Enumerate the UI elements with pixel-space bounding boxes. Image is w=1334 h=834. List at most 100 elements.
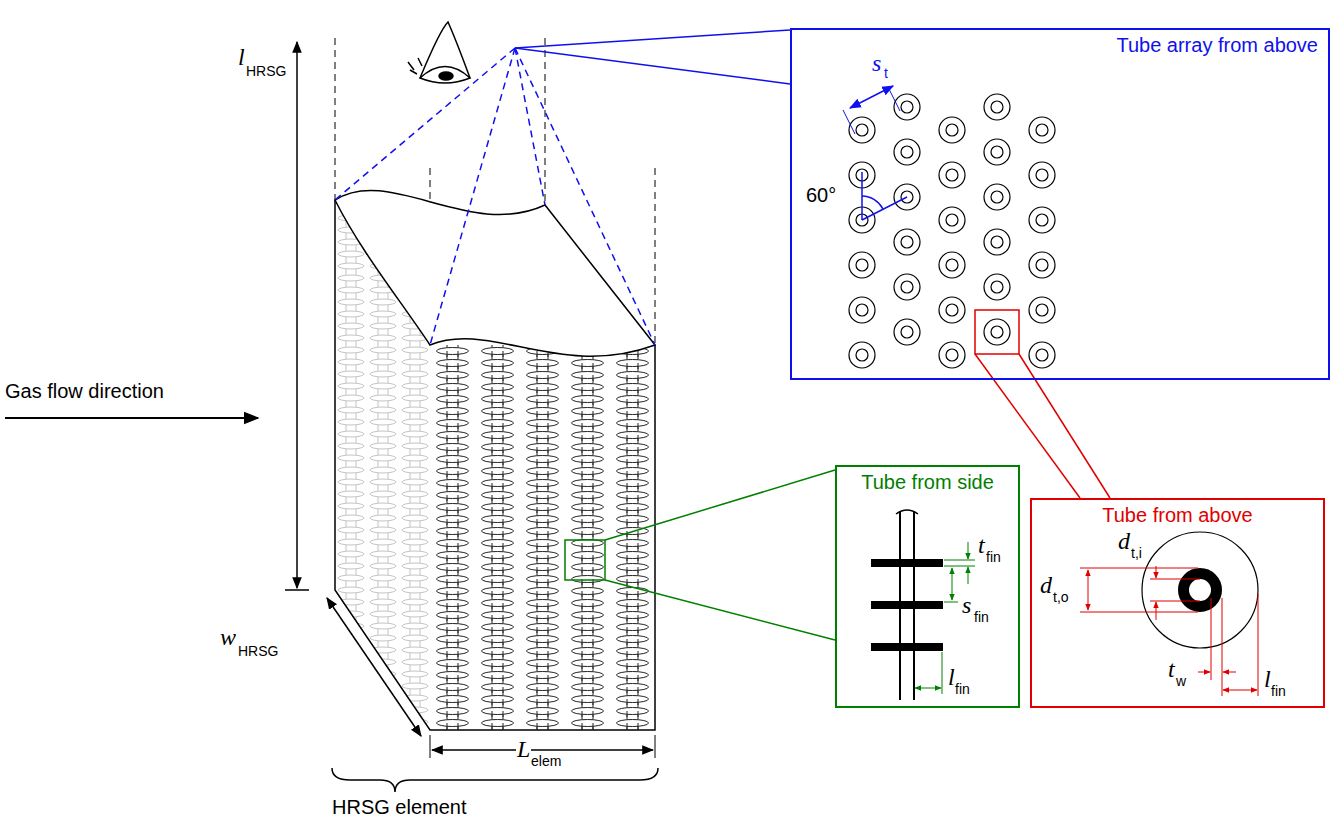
view-lines-part <box>335 48 655 345</box>
dimension-subscript: fin <box>1271 684 1286 699</box>
hrsg-element-part <box>335 190 655 356</box>
view-lines-part-part <box>430 48 515 345</box>
view-lines <box>335 30 790 345</box>
dimension-symbol: d <box>1040 572 1052 598</box>
eye-symbol <box>408 22 470 83</box>
tube-array-part <box>901 326 913 338</box>
tube-array-part <box>946 169 958 181</box>
dimension-symbol: l <box>1264 666 1271 692</box>
pitch-dimension-part <box>888 87 900 111</box>
tube-array-part <box>849 342 875 368</box>
top-dimensions-part <box>1150 601 1200 602</box>
side-tube-part <box>872 560 942 566</box>
tube-array-part <box>901 101 913 113</box>
tube-array-part <box>1029 117 1055 143</box>
eye-symbol-part <box>420 67 470 84</box>
top-dimensions-part <box>1198 672 1210 673</box>
width-dimension <box>327 598 421 736</box>
dimension-subscript: t,i <box>1131 546 1142 561</box>
tube-array-part <box>1036 124 1048 136</box>
height-dimension-part <box>296 42 298 588</box>
pitch-dimension-part <box>862 196 883 209</box>
hrsg-element-part <box>430 345 655 730</box>
tube-array-part <box>939 342 965 368</box>
tube-array-part <box>901 281 913 293</box>
eye-symbol-part <box>439 72 453 80</box>
side-tube <box>872 510 942 700</box>
tube-array-part <box>1036 259 1048 271</box>
dimension-subscript: t,o <box>1053 590 1069 605</box>
height-dimension-part <box>285 589 309 591</box>
gas-flow-arrow-part <box>5 417 258 419</box>
tube-array-part <box>894 139 920 165</box>
dimension-symbol: s <box>962 592 971 618</box>
element-label: HRSG element <box>332 796 467 818</box>
side-dimensions-part <box>952 568 953 600</box>
tube-array-part <box>984 319 1010 345</box>
tube-array-part <box>1029 162 1055 188</box>
tube-array-part <box>991 281 1003 293</box>
hrsg-element <box>335 190 655 730</box>
tube-array-part <box>1029 207 1055 233</box>
tube-array <box>849 94 1055 368</box>
tube-array-part <box>849 297 875 323</box>
view-lines-part <box>515 48 790 84</box>
top-tube <box>1142 532 1258 648</box>
flow-label: Gas flow direction <box>5 380 164 402</box>
width-dimension-part <box>327 598 421 736</box>
box-title: Tube from above <box>1032 500 1323 531</box>
side-detail-marker-part <box>605 580 835 640</box>
top-dimensions-part <box>1222 598 1223 696</box>
length-dimension-part <box>655 735 656 758</box>
dimension-symbol: s <box>872 50 881 76</box>
top-dimensions-part <box>1150 579 1200 580</box>
dimension-subscript: fin <box>974 610 989 625</box>
side-tube-part <box>872 602 942 608</box>
side-dimensions-part <box>968 542 969 559</box>
side-tube-part <box>872 644 942 650</box>
view-lines-part-part <box>515 48 655 345</box>
pitch-dimension-part <box>843 110 855 134</box>
tube-array-part <box>856 124 868 136</box>
element-brace-part <box>332 768 658 792</box>
top-dimensions-part <box>1223 672 1236 673</box>
side-dimensions-part <box>915 688 941 689</box>
top-dimensions-part <box>1156 602 1157 620</box>
tube-array-part <box>894 274 920 300</box>
tube-array-part <box>856 349 868 361</box>
tube-array-part <box>939 297 965 323</box>
tube-array-part <box>856 259 868 271</box>
length-dimension-part <box>432 749 653 751</box>
projection-lines-part <box>655 168 656 345</box>
dimension-symbol: t <box>1168 656 1175 682</box>
eye-symbol-part <box>420 22 470 78</box>
tube-array-part <box>1029 252 1055 278</box>
side-dimensions-part <box>942 652 943 694</box>
tube-array-part <box>946 259 958 271</box>
tube-array-part <box>1036 304 1048 316</box>
top-detail-marker-part <box>975 310 1019 354</box>
dimension-subscript: HRSG <box>238 644 278 659</box>
pitch-dimension-part <box>850 86 893 108</box>
dimension-symbol: t <box>978 532 985 558</box>
top-dimensions-part <box>1088 570 1089 610</box>
tube-array-part <box>984 139 1010 165</box>
side-dimensions <box>915 542 975 694</box>
box-title: Tube from side <box>837 467 1018 498</box>
tube-array-part <box>939 117 965 143</box>
tube-array-part <box>1036 214 1048 226</box>
top-tube-part <box>1184 574 1217 607</box>
dimension-subscript: fin <box>955 682 970 697</box>
tube-array-part <box>901 146 913 158</box>
length-dimension-part <box>430 735 431 758</box>
view-lines-part <box>515 30 790 48</box>
side-detail-marker-part <box>605 470 835 540</box>
detail-box: Tube from side <box>835 465 1020 708</box>
side-dimensions-part <box>944 560 975 561</box>
projection-lines-part <box>545 38 546 205</box>
tube-array-part <box>984 94 1010 120</box>
dimension-symbol: w <box>220 624 236 650</box>
dimension-subscript: elem <box>530 754 562 769</box>
dimension-subscript: HRSG <box>246 64 286 79</box>
tube-array-part <box>856 304 868 316</box>
